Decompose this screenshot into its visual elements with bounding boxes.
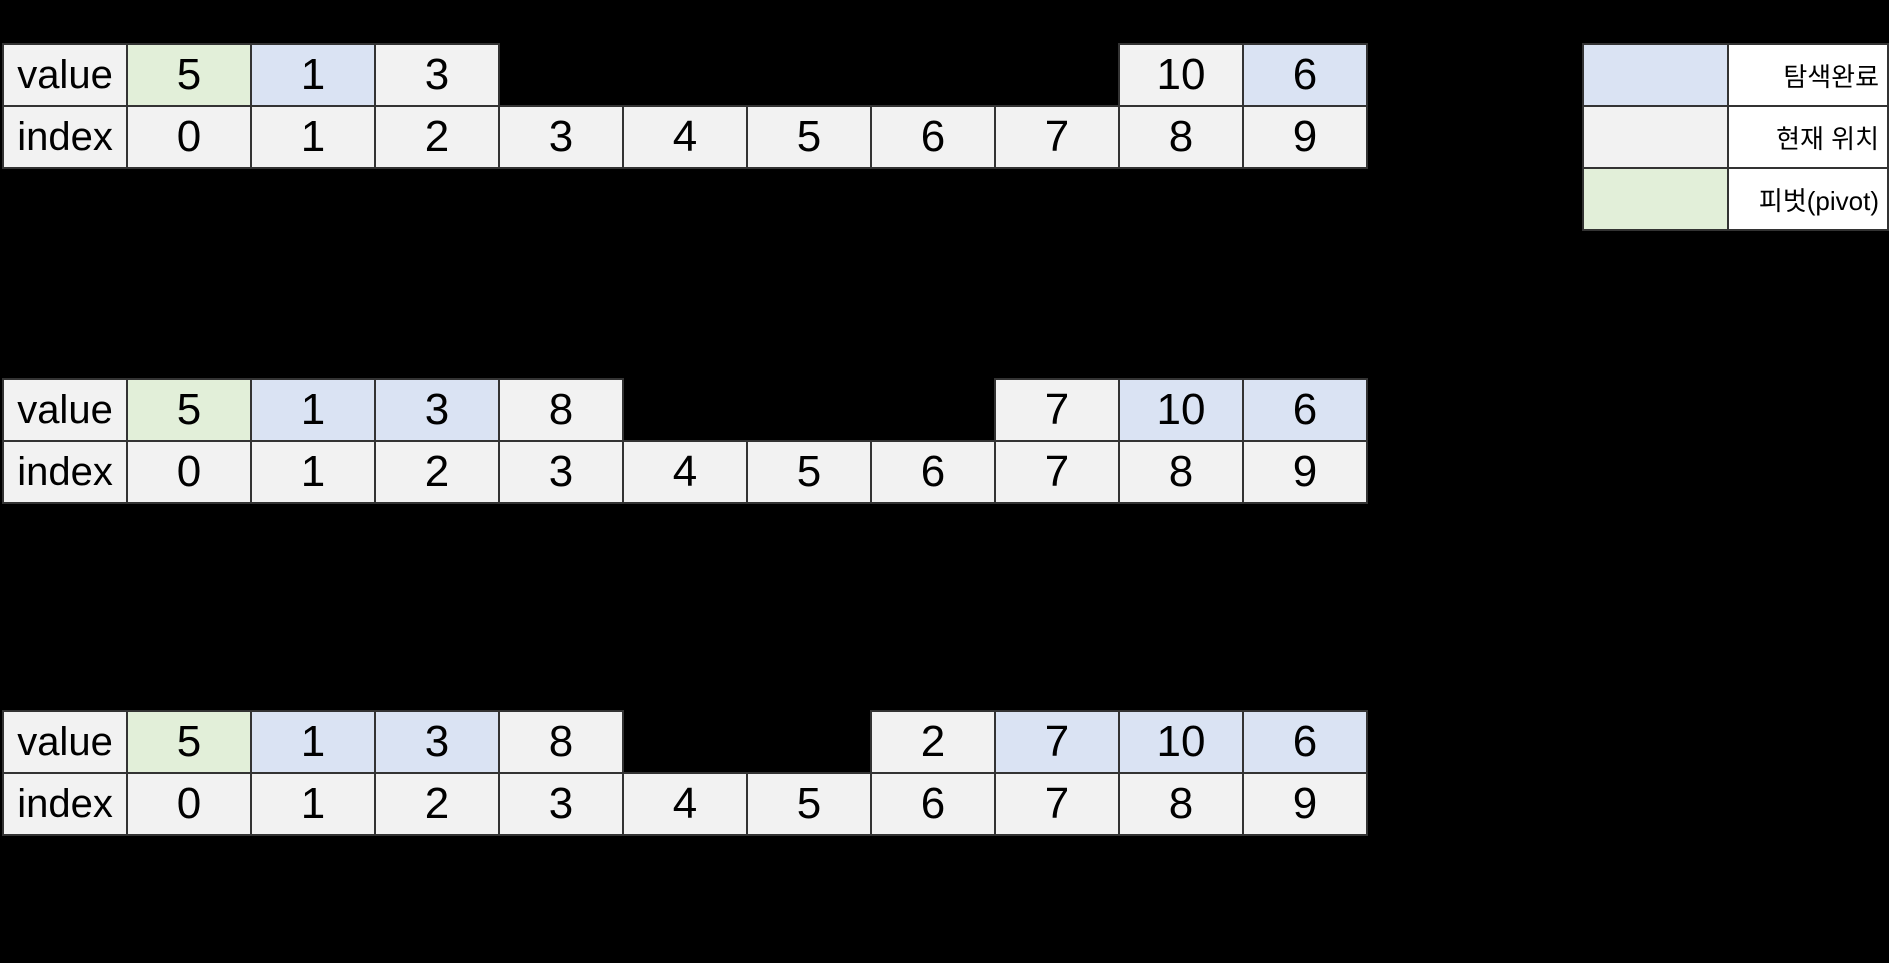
index-cell: 5 (746, 772, 872, 836)
index-cell: 1 (250, 105, 376, 169)
index-cell: 9 (1242, 105, 1368, 169)
value-cell-empty (995, 44, 1119, 106)
value-cell-searched: 1 (250, 710, 376, 774)
value-row-label: value (2, 378, 128, 442)
value-cell-pivot: 5 (126, 710, 252, 774)
index-cell: 2 (374, 440, 500, 504)
value-cell-pivot: 5 (126, 378, 252, 442)
index-cell: 8 (1118, 772, 1244, 836)
value-row-label: value (2, 43, 128, 107)
index-cell: 7 (994, 105, 1120, 169)
index-cell: 8 (1118, 105, 1244, 169)
index-cell: 0 (126, 440, 252, 504)
index-cell: 7 (994, 772, 1120, 836)
value-cell-searched: 6 (1242, 710, 1368, 774)
index-cell: 4 (622, 105, 748, 169)
index-row-label: index (2, 440, 128, 504)
value-cell-searched: 3 (374, 378, 500, 442)
index-cell: 4 (622, 440, 748, 504)
value-cell-searched: 10 (1118, 378, 1244, 442)
legend-swatch-pivot (1582, 167, 1729, 231)
index-cell: 6 (870, 772, 996, 836)
value-cell-current: 8 (498, 378, 624, 442)
value-cell-current: 10 (1118, 43, 1244, 107)
index-cell: 2 (374, 105, 500, 169)
value-cell-current: 2 (870, 710, 996, 774)
value-cell-empty (871, 379, 995, 441)
value-cell-empty (623, 379, 747, 441)
index-cell: 3 (498, 440, 624, 504)
index-cell: 0 (126, 772, 252, 836)
value-cell-empty (623, 44, 747, 106)
index-cell: 6 (870, 105, 996, 169)
index-cell: 3 (498, 105, 624, 169)
index-cell: 5 (746, 440, 872, 504)
value-cell-searched: 7 (994, 710, 1120, 774)
index-cell: 1 (250, 772, 376, 836)
value-cell-empty (499, 44, 623, 106)
index-cell: 5 (746, 105, 872, 169)
index-row-label: index (2, 105, 128, 169)
legend: 탐색완료 현재 위치 피벗(pivot) (1582, 43, 1889, 231)
legend-swatch-current (1582, 105, 1729, 169)
value-cell-empty (747, 379, 871, 441)
index-cell: 8 (1118, 440, 1244, 504)
value-cell-current: 3 (374, 43, 500, 107)
index-cell: 7 (994, 440, 1120, 504)
index-row-label: index (2, 772, 128, 836)
value-cell-current: 7 (994, 378, 1120, 442)
index-cell: 3 (498, 772, 624, 836)
value-cell-current: 8 (498, 710, 624, 774)
value-cell-pivot: 5 (126, 43, 252, 107)
legend-row-searched: 탐색완료 (1582, 43, 1889, 107)
value-row-label: value (2, 710, 128, 774)
legend-label-pivot: 피벗(pivot) (1726, 167, 1889, 231)
value-cell-searched: 6 (1242, 43, 1368, 107)
legend-row-pivot: 피벗(pivot) (1582, 167, 1889, 231)
index-cell: 1 (250, 440, 376, 504)
index-cell: 6 (870, 440, 996, 504)
legend-row-current: 현재 위치 (1582, 105, 1889, 169)
index-cell: 9 (1242, 772, 1368, 836)
value-cell-empty (747, 711, 871, 773)
value-cell-empty (747, 44, 871, 106)
value-cell-searched: 1 (250, 378, 376, 442)
value-cell-empty (623, 711, 747, 773)
legend-label-current: 현재 위치 (1726, 105, 1889, 169)
index-cell: 2 (374, 772, 500, 836)
value-cell-empty (871, 44, 995, 106)
legend-swatch-searched (1582, 43, 1729, 107)
legend-label-searched: 탐색완료 (1726, 43, 1889, 107)
value-cell-searched: 3 (374, 710, 500, 774)
value-cell-searched: 1 (250, 43, 376, 107)
index-cell: 0 (126, 105, 252, 169)
index-cell: 4 (622, 772, 748, 836)
value-cell-searched: 10 (1118, 710, 1244, 774)
index-cell: 9 (1242, 440, 1368, 504)
value-cell-searched: 6 (1242, 378, 1368, 442)
